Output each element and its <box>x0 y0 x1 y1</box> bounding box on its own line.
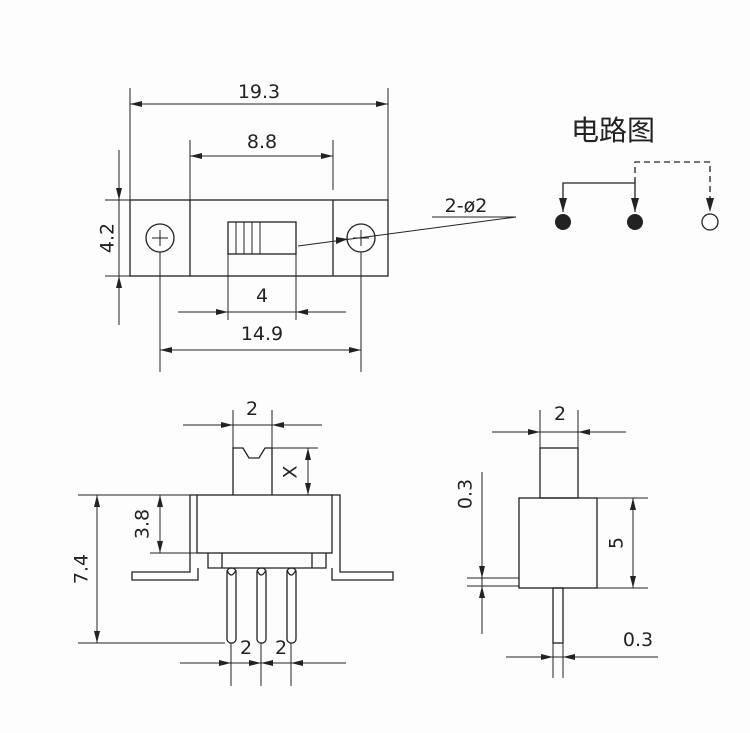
circuit-arrow-right <box>706 198 714 212</box>
dim-label-x: X <box>280 465 302 478</box>
dim-side-pin: 0.3 <box>506 629 658 678</box>
dim-side-offset: 0.3 <box>455 472 519 634</box>
dim-side-actuator: 2 <box>492 403 626 448</box>
circuit-diagram: 电路图 <box>555 114 719 231</box>
dim-label-pitch-2: 2 <box>275 637 287 659</box>
dim-label-0-3-horizontal: 0.3 <box>623 629 653 651</box>
front-bracket-right <box>331 494 394 581</box>
dim-overall-width: 19.3 <box>129 81 389 200</box>
dim-body-height: 3.8 <box>132 494 197 554</box>
front-pins <box>226 567 297 644</box>
dim-front-actuator: 2 <box>183 398 322 448</box>
front-base <box>207 553 327 569</box>
dim-hole-note: 2-ø2 <box>297 195 517 247</box>
circuit-arrow-mid <box>631 198 639 212</box>
front-body <box>196 494 333 554</box>
dim-slot-width: 8.8 <box>189 131 334 200</box>
side-view: 2 0.3 5 0.3 <box>455 403 658 678</box>
top-view: 19.3 8.8 4.2 2-ø2 <box>97 81 517 372</box>
dim-travel: X <box>272 447 318 495</box>
dim-label-side-2: 2 <box>554 403 566 425</box>
dim-label-hole: 2-ø2 <box>445 195 488 217</box>
dim-total-height: 7.4 <box>71 494 225 644</box>
circuit-open-path <box>634 161 711 205</box>
dim-label-19-3: 19.3 <box>238 81 280 103</box>
dim-height: 4.2 <box>97 150 130 325</box>
side-body <box>518 497 598 589</box>
dim-label-pitch-1: 2 <box>240 637 252 659</box>
dim-label-7-4: 7.4 <box>71 554 93 584</box>
side-actuator <box>539 447 579 499</box>
dim-label-8-8: 8.8 <box>247 131 277 153</box>
terminal-dot-open <box>701 213 719 231</box>
dim-actuator-width: 4 <box>178 254 346 320</box>
dim-label-4: 4 <box>256 285 268 307</box>
front-actuator <box>232 447 273 495</box>
terminal-dot-common <box>627 214 643 230</box>
top-view-body <box>129 199 389 277</box>
front-view: 2 X 3.8 7.4 <box>71 398 394 686</box>
circuit-closed-path <box>562 182 636 212</box>
dim-label-5: 5 <box>606 537 628 549</box>
dim-side-body-height: 5 <box>597 497 648 589</box>
terminal-dot-left <box>555 214 571 230</box>
dim-label-4-2: 4.2 <box>97 223 119 253</box>
dim-label-14-9: 14.9 <box>241 323 283 345</box>
side-pin <box>552 587 564 644</box>
circuit-title: 电路图 <box>571 114 655 147</box>
dim-pin-pitch: 2 2 <box>180 637 346 686</box>
dim-label-3-8: 3.8 <box>132 509 154 539</box>
mounting-hole-left <box>145 223 175 253</box>
dim-hole-spacing: 14.9 <box>159 252 362 372</box>
circuit-arrow-left <box>559 198 567 212</box>
slider-knob <box>227 221 297 255</box>
dim-label-front-2: 2 <box>246 398 258 420</box>
dim-label-0-3-vertical: 0.3 <box>455 479 477 509</box>
